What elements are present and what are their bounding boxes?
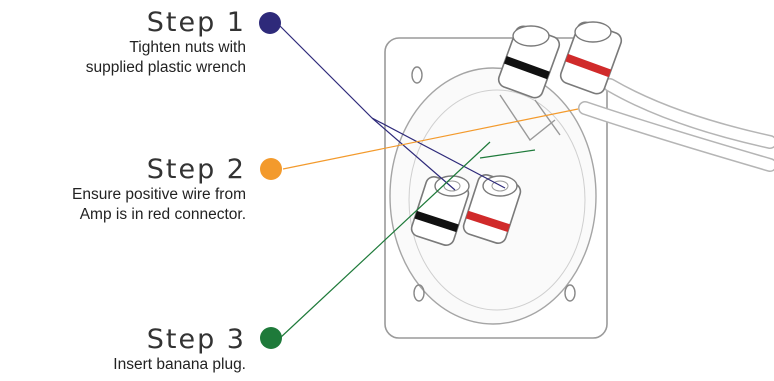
mounting-hole [411, 66, 423, 84]
step-1-leader-line [371, 117, 456, 191]
upper-positive-binding-post [559, 21, 623, 95]
step-2-description-line-2: Amp is in red connector. [79, 206, 246, 223]
step-1-leader-line [277, 23, 373, 119]
upper-negative-binding-post [497, 25, 561, 99]
step-3-leader-line [279, 141, 491, 339]
step-1-callout: Step 1 Tighten nuts with supplied plasti… [86, 8, 246, 78]
leader-lines [277, 23, 579, 339]
lower-negative-binding-post [410, 175, 470, 247]
terminal-cup-inner [408, 89, 586, 311]
step-1-marker-dot [259, 12, 281, 34]
mounting-hole [564, 284, 576, 302]
step-2-title: Step 2 [146, 154, 246, 185]
mounting-hole [413, 284, 425, 302]
step-3-marker-dot [260, 327, 282, 349]
step-1-leader-line [371, 117, 506, 189]
step-2-leader-line [282, 108, 579, 170]
step-1-description-line-2: supplied plastic wrench [85, 59, 246, 76]
step-3-callout: Step 3 Insert banana plug. [113, 325, 246, 375]
step-1-description-line-1: Tighten nuts with [129, 39, 246, 56]
step-1-title: Step 1 [146, 7, 246, 38]
step-2-callout: Step 2 Ensure positive wire from Amp is … [72, 155, 246, 225]
step-3-leader-line [479, 149, 536, 159]
step-2-description-line-1: Ensure positive wire from [71, 186, 246, 203]
step-2-marker-dot [260, 158, 282, 180]
step-3-description-line-1: Insert banana plug. [113, 356, 246, 373]
step-3-title: Step 3 [146, 324, 246, 355]
